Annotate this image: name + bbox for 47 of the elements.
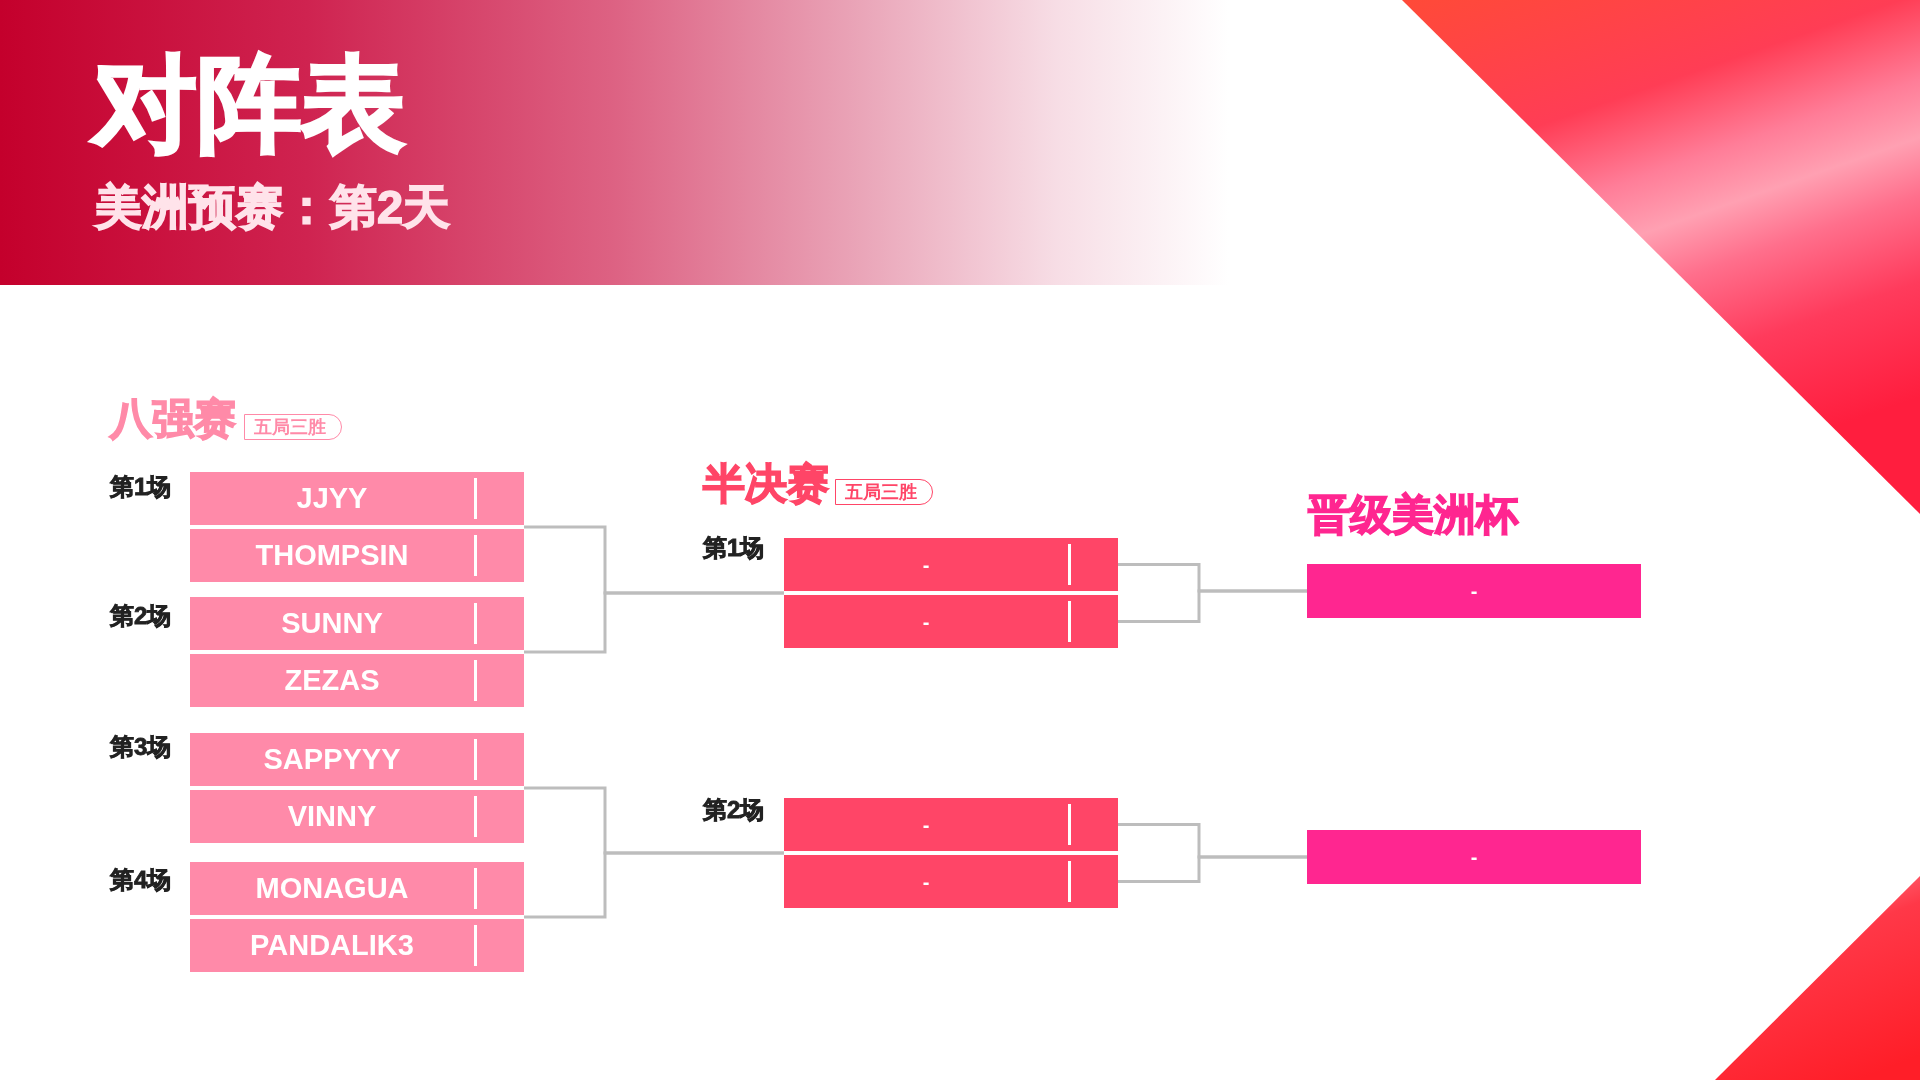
match-label: 第2场 xyxy=(703,798,765,822)
match-card xyxy=(190,597,524,707)
round-heading: 八强赛 xyxy=(110,398,236,440)
bracket-connector xyxy=(524,591,784,654)
player-name: MONAGUA xyxy=(255,874,409,903)
player-name: - xyxy=(1470,581,1478,601)
match-label: 第1场 xyxy=(110,475,172,499)
qualifier-slot xyxy=(1307,564,1641,618)
player-name: - xyxy=(922,554,930,575)
player-slot xyxy=(190,862,524,915)
match-label: 第4场 xyxy=(110,868,172,892)
player-slot xyxy=(190,790,524,843)
player-name: - xyxy=(1470,847,1478,867)
player-slot xyxy=(784,798,1118,851)
player-name: JJYY xyxy=(296,484,368,513)
player-name: ZEZAS xyxy=(284,666,380,695)
match-card xyxy=(190,862,524,972)
player-slot xyxy=(190,472,524,525)
match-card xyxy=(190,472,524,582)
match-label: 第3场 xyxy=(110,735,172,759)
player-slot xyxy=(190,529,524,582)
page-subtitle: 美洲预赛：第2天 xyxy=(95,183,451,230)
player-slot xyxy=(784,595,1118,648)
match-card xyxy=(190,733,524,843)
player-name: SAPPYYY xyxy=(263,745,401,774)
player-slot xyxy=(784,538,1118,591)
match-card xyxy=(784,538,1118,648)
player-name: - xyxy=(922,611,930,632)
player-name: PANDALIK3 xyxy=(250,931,414,960)
match-card xyxy=(784,798,1118,908)
player-slot xyxy=(190,597,524,650)
player-name: SUNNY xyxy=(281,609,383,638)
player-name: VINNY xyxy=(287,802,377,831)
bracket-connector xyxy=(1118,589,1307,623)
player-slot xyxy=(190,919,524,972)
bracket-connector xyxy=(1118,855,1307,883)
player-name: THOMPSIN xyxy=(255,541,409,570)
player-slot xyxy=(190,733,524,786)
round-heading: 半决赛 xyxy=(703,463,829,505)
match-label: 第2场 xyxy=(110,604,172,628)
player-slot xyxy=(784,855,1118,908)
player-name: - xyxy=(922,814,930,835)
bracket-connector xyxy=(524,851,784,919)
match-label: 第1场 xyxy=(703,536,765,560)
player-slot xyxy=(190,654,524,707)
player-name: - xyxy=(922,871,930,892)
qualifier-slot xyxy=(1307,830,1641,884)
